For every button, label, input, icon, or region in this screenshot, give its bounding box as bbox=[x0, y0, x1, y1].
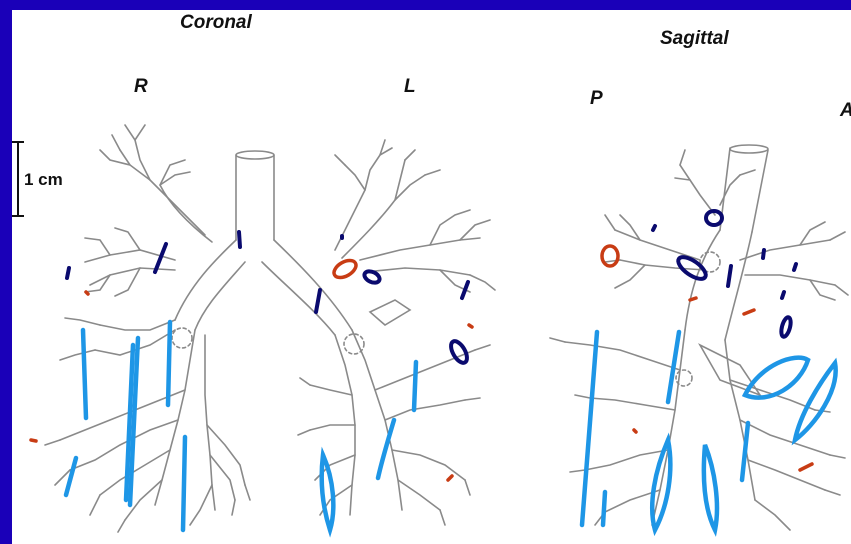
mark-red-4 bbox=[31, 440, 36, 441]
dark-blue-marks bbox=[67, 211, 796, 365]
mark-red-8 bbox=[744, 310, 754, 314]
scale-bar bbox=[12, 142, 24, 216]
mark-db-7 bbox=[462, 282, 468, 298]
mark-db-13 bbox=[763, 250, 764, 258]
mark-lb-7 bbox=[414, 362, 416, 410]
mark-db-1 bbox=[155, 244, 166, 272]
mark-red-1 bbox=[331, 257, 359, 281]
mark-lb-14 bbox=[704, 445, 717, 530]
mark-red-9 bbox=[634, 430, 636, 432]
mark-db-5 bbox=[316, 290, 320, 312]
mark-db-8 bbox=[448, 339, 470, 366]
mark-db-14 bbox=[794, 264, 796, 270]
mark-red-6 bbox=[602, 246, 618, 266]
mark-red-3 bbox=[469, 325, 472, 327]
mark-db-2 bbox=[239, 232, 240, 247]
mark-lb-9 bbox=[322, 455, 334, 530]
mark-red-5 bbox=[448, 476, 452, 480]
mark-db-3 bbox=[67, 268, 69, 278]
mark-db-16 bbox=[780, 316, 793, 337]
mark-lb-6 bbox=[183, 437, 185, 530]
mark-lb-4 bbox=[168, 322, 170, 405]
mark-red-7 bbox=[690, 298, 696, 300]
mark-lb-1 bbox=[83, 330, 86, 418]
mark-db-12 bbox=[728, 266, 731, 286]
mark-db-10 bbox=[653, 226, 655, 230]
mark-lb-16 bbox=[745, 358, 808, 398]
mark-lb-5 bbox=[66, 458, 76, 495]
mark-lb-11 bbox=[603, 492, 605, 525]
mark-red-10 bbox=[800, 464, 812, 470]
mark-red-2 bbox=[86, 292, 88, 294]
coronal-bronchial-tree bbox=[45, 125, 495, 532]
mark-db-15 bbox=[782, 292, 784, 298]
mark-db-6 bbox=[363, 269, 382, 285]
mark-lb-10 bbox=[582, 332, 597, 525]
